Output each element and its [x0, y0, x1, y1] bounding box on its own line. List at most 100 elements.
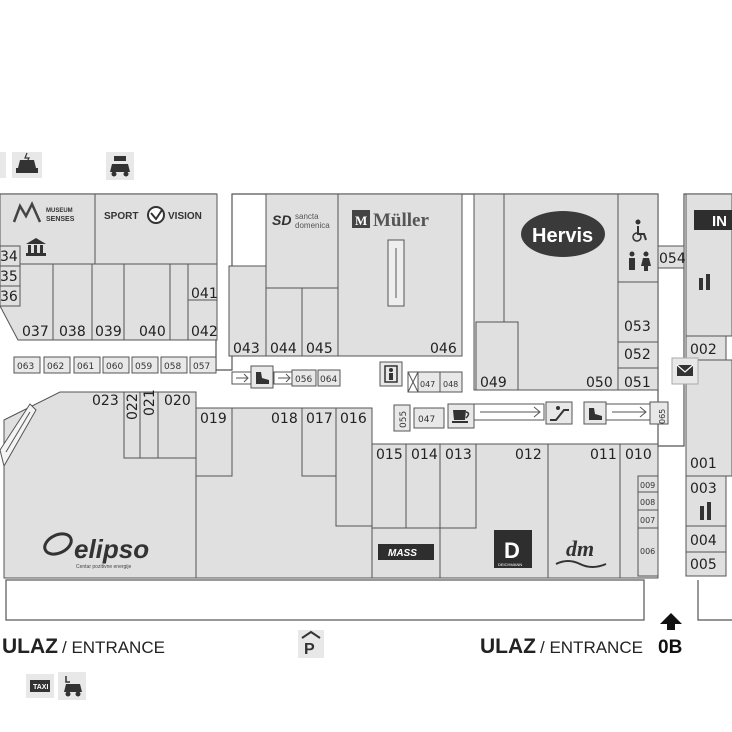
kiosk-058[interactable]	[160, 356, 188, 374]
kiosk-060[interactable]	[102, 356, 130, 374]
store-unit-003[interactable]	[685, 475, 727, 527]
logo-sancta-domenica[interactable]: SD sancta domenica	[272, 212, 330, 230]
store-unit-sancta-domenica[interactable]	[265, 193, 339, 289]
kiosk-057[interactable]	[189, 356, 217, 374]
kiosk-048[interactable]	[439, 371, 463, 393]
kiosk-063[interactable]	[13, 356, 41, 374]
entrance-left[interactable]: ULAZ/ ENTRANCE	[2, 635, 165, 658]
label-037: 037	[22, 324, 49, 340]
entrance-left-label: ULAZ/ ENTRANCE	[2, 635, 165, 658]
label-022: 022	[125, 393, 141, 420]
store-unit-011[interactable]	[547, 443, 621, 579]
elipso-name: elipso	[74, 534, 149, 564]
shoe-repair-icon[interactable]	[250, 365, 274, 389]
elevator-icon[interactable]	[379, 361, 403, 387]
store-unit-sport-vision[interactable]	[94, 193, 218, 265]
muller-badge-letter: M	[355, 213, 367, 228]
info-icon[interactable]	[0, 152, 6, 178]
store-unit-014[interactable]	[405, 443, 441, 529]
logo-elipso[interactable]: elipso Centar pozitivne energije	[42, 530, 150, 570]
taxi-label: TAXI	[33, 684, 48, 691]
label-010: 010	[625, 447, 652, 463]
label-001: 001	[690, 456, 717, 472]
label-046: 046	[430, 341, 457, 357]
escalator-icon[interactable]	[545, 401, 573, 425]
wheelchair-icon[interactable]	[632, 219, 647, 242]
logo-right-anchor[interactable]: IN	[694, 210, 732, 230]
deichmann-badge	[494, 530, 532, 568]
store-unit-013b[interactable]	[439, 443, 477, 529]
store-unit-005[interactable]	[685, 551, 727, 577]
logo-mass[interactable]: MASS	[378, 544, 434, 560]
escalator-left	[0, 403, 37, 468]
store-numbers: 34 35 36 037 038 039 040 041 042 043 044…	[0, 249, 717, 573]
store-unit-052[interactable]	[617, 341, 659, 369]
label-014: 014	[411, 447, 438, 463]
toilet-icon[interactable]	[629, 251, 651, 272]
museum-logo-mark	[12, 201, 42, 223]
store-unit-053[interactable]	[617, 281, 659, 343]
label-011: 011	[590, 447, 617, 463]
museum-name-line1: MUSEUM	[46, 208, 73, 214]
dm-name: dm	[566, 536, 594, 561]
label-005: 005	[690, 557, 717, 573]
logo-muller[interactable]: M Müller	[352, 210, 429, 231]
store-unit-002[interactable]	[685, 335, 727, 361]
mass-badge	[378, 544, 434, 560]
label-008: 008	[640, 498, 655, 507]
store-unit-004[interactable]	[685, 525, 727, 553]
label-012: 012	[515, 447, 542, 463]
store-unit-038[interactable]	[52, 263, 93, 341]
shoe-repair-icon-2[interactable]	[583, 401, 607, 425]
logo-hervis[interactable]: Hervis	[521, 211, 605, 257]
right-anchor-name: IN	[712, 213, 727, 230]
label-047-upper: 047	[420, 380, 435, 389]
store-unit-049b[interactable]	[475, 321, 519, 391]
label-034: 34	[0, 249, 18, 265]
store-unit-045[interactable]	[301, 287, 339, 357]
label-020: 020	[164, 393, 191, 409]
logo-deichmann[interactable]: D DEICHMANN	[494, 530, 532, 568]
label-016: 016	[340, 411, 367, 427]
mail-icon[interactable]	[671, 357, 699, 385]
store-unit-043[interactable]	[228, 265, 267, 357]
entrance-right[interactable]: ULAZ/ ENTRANCE	[480, 635, 643, 658]
label-059: 059	[135, 362, 152, 372]
logo-sport-vision[interactable]: SPORT VISION	[104, 206, 202, 224]
label-002: 002	[690, 342, 717, 358]
kiosk-064[interactable]	[317, 369, 341, 387]
label-017: 017	[306, 411, 333, 427]
kiosk-047[interactable]	[413, 407, 445, 429]
store-unit-054[interactable]	[657, 245, 685, 269]
museum-name-line2: SENSES	[46, 216, 75, 223]
label-021: 021	[142, 389, 158, 416]
deichmann-name: DEICHMANN	[498, 562, 522, 567]
logo-dm[interactable]: dm	[555, 536, 607, 568]
label-038: 038	[59, 324, 86, 340]
parking-icon[interactable]: P	[298, 630, 324, 658]
label-039: 039	[95, 324, 122, 340]
label-053: 053	[624, 319, 651, 335]
kiosk-055[interactable]	[393, 404, 411, 432]
cosmetics-icon-lower	[700, 502, 711, 520]
store-unit-040[interactable]	[123, 263, 171, 341]
kiosk-059[interactable]	[131, 356, 159, 374]
label-035: 35	[0, 269, 18, 285]
store-unit-040b[interactable]	[169, 263, 189, 341]
cafe-icon[interactable]	[447, 403, 475, 429]
kiosk-061[interactable]	[73, 356, 101, 374]
logo-museum-of-senses[interactable]: MUSEUM SENSES	[12, 201, 75, 223]
kiosk-062[interactable]	[43, 356, 71, 374]
store-unit-019b[interactable]	[195, 407, 233, 477]
sport-vision-right: VISION	[168, 211, 202, 222]
store-unit-041[interactable]	[187, 263, 218, 301]
label-042: 042	[191, 324, 218, 340]
store-unit-042[interactable]	[187, 299, 218, 341]
store-unit-017[interactable]	[301, 407, 337, 477]
sancta-domenica-mark: SD	[272, 212, 291, 228]
store-unit-006[interactable]	[637, 527, 659, 577]
store-unit-016[interactable]	[335, 407, 373, 527]
restrooms-area[interactable]	[617, 193, 659, 283]
label-019: 019	[200, 411, 227, 427]
